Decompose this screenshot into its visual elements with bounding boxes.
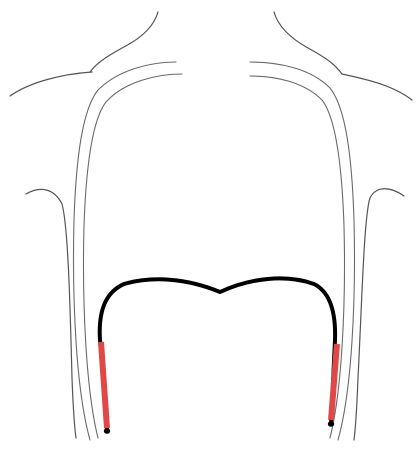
device-wire	[100, 278, 335, 430]
shoulder-right-line	[342, 74, 412, 100]
lung-border-right-inner	[250, 76, 344, 438]
lung-border-left-inner	[84, 74, 182, 438]
electrode-tip-left	[104, 428, 110, 434]
shoulder-left-line	[10, 72, 92, 96]
neck-left-line	[90, 12, 158, 72]
electrode-tip-right	[328, 421, 334, 427]
armpit-left-line	[26, 189, 76, 438]
electrode-left	[101, 342, 107, 428]
armpit-right-line	[354, 189, 404, 440]
